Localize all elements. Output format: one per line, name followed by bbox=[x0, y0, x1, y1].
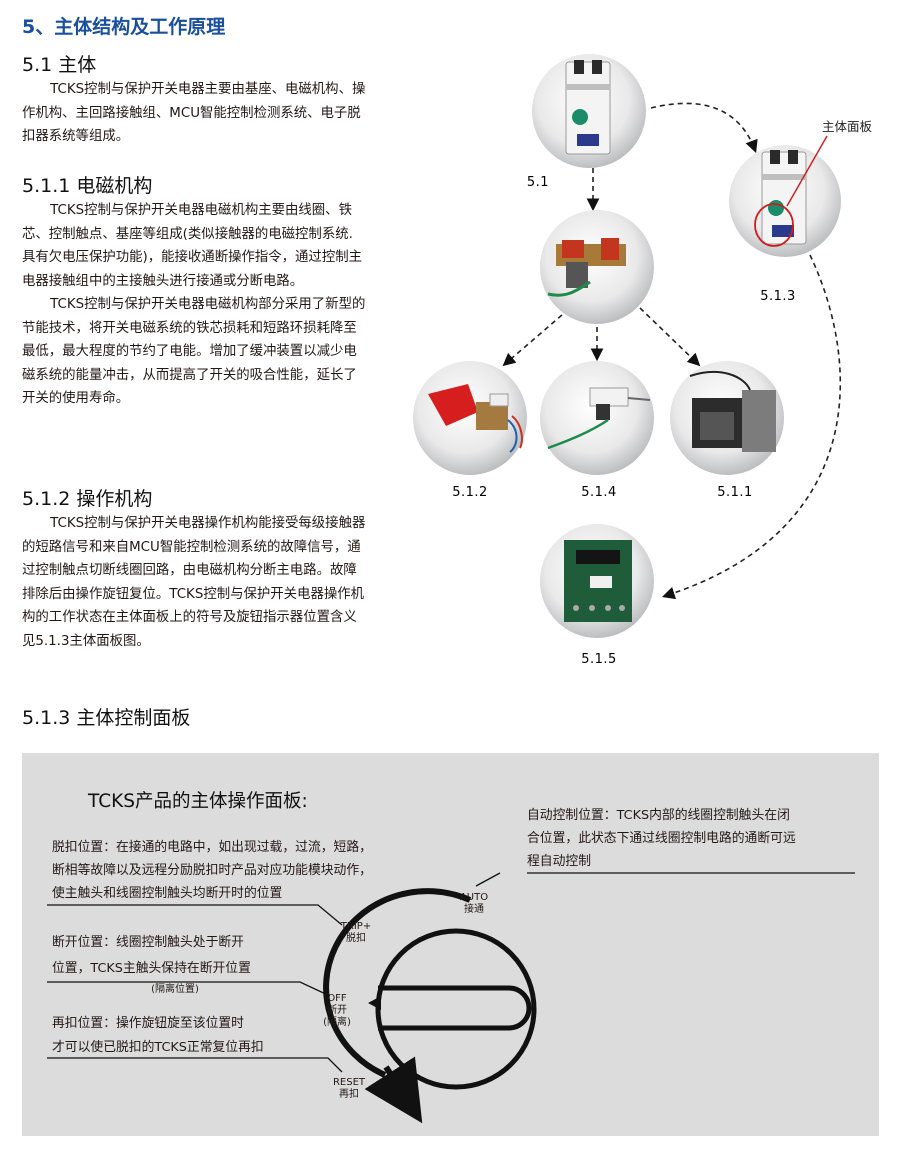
text-line: 位置，TCKS主触头保持在断开位置 bbox=[52, 961, 251, 976]
dial-knob bbox=[375, 928, 537, 1090]
trip-position-description: 脱扣位置：在接通的电路中，如出现过载，过流，短路， 断相等故障以及远程分励脱扣时… bbox=[52, 836, 412, 905]
callout-label: 主体面板 bbox=[822, 119, 873, 134]
text-line: (隔离) bbox=[323, 1017, 351, 1028]
photo-label: 5.1.5 bbox=[581, 652, 617, 667]
paragraph: TCKS控制与保护开关电器电磁机构主要由线圈、铁芯、控制触点、基座等组成(类似接… bbox=[22, 203, 362, 289]
dial-arrow bbox=[364, 1056, 423, 1124]
off-label: OFF 断开 (隔离) bbox=[312, 993, 362, 1029]
off-position-description: 断开位置：线圈控制触头处于断开 位置，TCKS主触头保持在断开位置 bbox=[52, 930, 352, 982]
text-line: 断开位置：线圈控制触头处于断开 bbox=[52, 935, 244, 950]
text-line: TRIP+ bbox=[340, 921, 372, 932]
mcu-control-board-photo bbox=[540, 524, 654, 638]
operating-mechanism-photo bbox=[413, 361, 527, 475]
operation-panel-background bbox=[22, 753, 879, 1136]
text-line: 才可以使已脱扣的TCKS正常复位再扣 bbox=[52, 1040, 264, 1055]
text-line: AUTO bbox=[459, 892, 489, 903]
section-title-5-1: 5.1 主体 bbox=[22, 54, 97, 76]
text-line: 合位置，此状态下通过线圈控制电路的通断可远 bbox=[527, 831, 796, 846]
isolation-note: (隔离位置) bbox=[151, 984, 199, 995]
main-panel-photo bbox=[729, 135, 841, 257]
auto-label: AUTO 接通 bbox=[452, 892, 496, 916]
text-line: 使主触头和线圈控制触头均断开时的位置 bbox=[52, 886, 283, 901]
component-diagram: 5.1 5.1.3 5.1.2 5.1.4 5.1.1 5.1.5 主体面板 bbox=[413, 54, 873, 667]
section-body-5-1: TCKS控制与保护开关电器主要由基座、电磁机构、操作机构、主回路接触组、MCU智… bbox=[22, 78, 367, 149]
text-line: 程自动控制 bbox=[527, 854, 591, 869]
text-line: RESET bbox=[332, 1077, 366, 1088]
flow-arrows bbox=[502, 102, 842, 600]
dial-handle bbox=[378, 985, 532, 1031]
reset-position-description: 再扣位置：操作旋钮旋至该位置时 才可以使已脱扣的TCKS正常复位再扣 bbox=[52, 1012, 352, 1060]
trip-label: TRIP+ 脱扣 bbox=[334, 921, 378, 945]
text-line: OFF bbox=[327, 993, 347, 1004]
text-line: 脱扣位置：在接通的电路中，如出现过载，过流，短路， bbox=[52, 840, 372, 855]
section-title-5-1-1: 5.1.1 电磁机构 bbox=[22, 175, 153, 197]
text-line: 接通 bbox=[464, 904, 484, 915]
photo-label: 5.1.4 bbox=[581, 485, 617, 500]
panel-title: TCKS产品的主体操作面板: bbox=[88, 791, 308, 812]
photo-label: 5.1.1 bbox=[717, 485, 753, 500]
section-title-5-1-2: 5.1.2 操作机构 bbox=[22, 488, 153, 510]
page-heading: 5、主体结构及工作原理 bbox=[22, 16, 226, 38]
section-body-5-1-1: TCKS控制与保护开关电器电磁机构主要由线圈、铁芯、控制触点、基座等组成(类似接… bbox=[22, 199, 367, 411]
off-pointer-icon bbox=[368, 996, 381, 1010]
leader-lines bbox=[47, 872, 855, 1073]
section-title-5-1-3: 5.1.3 主体控制面板 bbox=[22, 707, 191, 729]
rotary-dial-diagram bbox=[47, 872, 855, 1124]
photo-label: 5.1 bbox=[527, 175, 549, 190]
reset-label: RESET 再扣 bbox=[324, 1077, 374, 1101]
photo-label: 5.1.2 bbox=[452, 485, 488, 500]
text-line: 脱扣 bbox=[346, 933, 366, 944]
auto-position-description: 自动控制位置：TCKS内部的线圈控制触头在闭 合位置，此状态下通过线圈控制电路的… bbox=[527, 804, 877, 873]
text-line: 自动控制位置：TCKS内部的线圈控制触头在闭 bbox=[527, 808, 790, 823]
paragraph: TCKS控制与保护开关电器操作机构能接受每级接触器的短路信号和来自MCU智能控制… bbox=[22, 516, 366, 649]
text-line: 再扣位置：操作旋钮旋至该位置时 bbox=[52, 1016, 244, 1031]
photo-label: 5.1.3 bbox=[760, 289, 796, 304]
section-body-5-1-2: TCKS控制与保护开关电器操作机构能接受每级接触器的短路信号和来自MCU智能控制… bbox=[22, 512, 367, 653]
dial-outer-arc bbox=[323, 888, 472, 1078]
control-contact-photo bbox=[540, 361, 654, 475]
text-line: 断开 bbox=[327, 1005, 347, 1016]
paragraph: TCKS控制与保护开关电器主要由基座、电磁机构、操作机构、主回路接触组、MCU智… bbox=[22, 82, 366, 144]
main-body-photo bbox=[532, 54, 646, 168]
electromagnet-assembly-photo bbox=[540, 210, 654, 324]
text-line: 再扣 bbox=[339, 1089, 359, 1100]
paragraph: TCKS控制与保护开关电器电磁机构部分采用了新型的节能技术，将开关电磁系统的铁芯… bbox=[22, 297, 366, 406]
coil-core-photo bbox=[670, 361, 784, 475]
text-line: 断相等故障以及远程分励脱扣时产品对应功能模块动作， bbox=[52, 863, 372, 878]
